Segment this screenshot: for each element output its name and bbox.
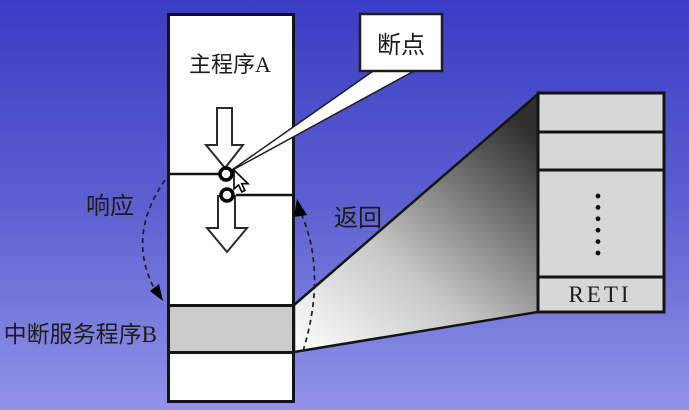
respond-arrowhead-icon — [150, 284, 163, 301]
return-arrowhead-icon — [294, 199, 307, 217]
respond-label: 响应 — [86, 193, 134, 220]
reti-label: RETI — [568, 282, 631, 307]
return-label: 返回 — [334, 205, 382, 232]
down-block-arrow-icon-lower — [204, 195, 250, 254]
memory-detail-box — [536, 91, 666, 314]
return-dashed-curve — [300, 212, 316, 352]
main-program-label: 主程序A — [189, 52, 271, 77]
down-block-arrow-icon-upper — [203, 107, 246, 170]
breakpoint-label: 断点 — [377, 32, 425, 59]
isr-label: 中断服务程序B — [4, 322, 157, 347]
resume-point-circle-icon — [219, 187, 235, 203]
breakpoint-circle-icon — [218, 166, 234, 182]
zoom-funnel-shape — [292, 91, 540, 354]
vertical-ellipsis-dots — [595, 193, 601, 256]
isr-band — [167, 304, 295, 354]
mouse-cursor-icon — [233, 168, 250, 193]
breakpoint-callout-box — [358, 12, 444, 73]
respond-dashed-curve — [141, 179, 166, 291]
